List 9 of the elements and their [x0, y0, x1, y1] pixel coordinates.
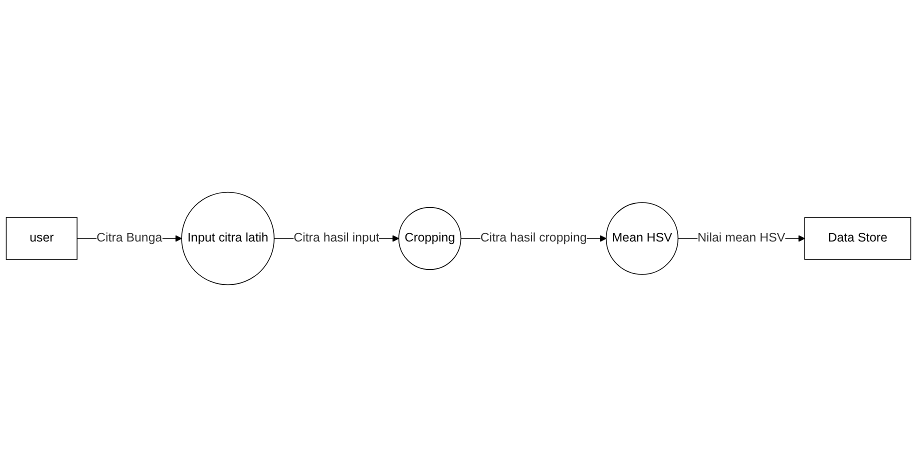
edge-label: Citra hasil input	[294, 230, 380, 244]
node-box: Data Store	[804, 216, 912, 260]
edge-label: Nilai mean HSV	[697, 230, 786, 244]
edge-label: Citra Bunga	[96, 230, 162, 244]
node-circle: Mean HSV	[606, 202, 678, 274]
node-box: user	[6, 216, 78, 260]
edge-label: Citra hasil cropping	[480, 230, 587, 244]
node-circle: Input citra latih	[181, 191, 275, 285]
node-circle: Cropping	[398, 206, 462, 270]
